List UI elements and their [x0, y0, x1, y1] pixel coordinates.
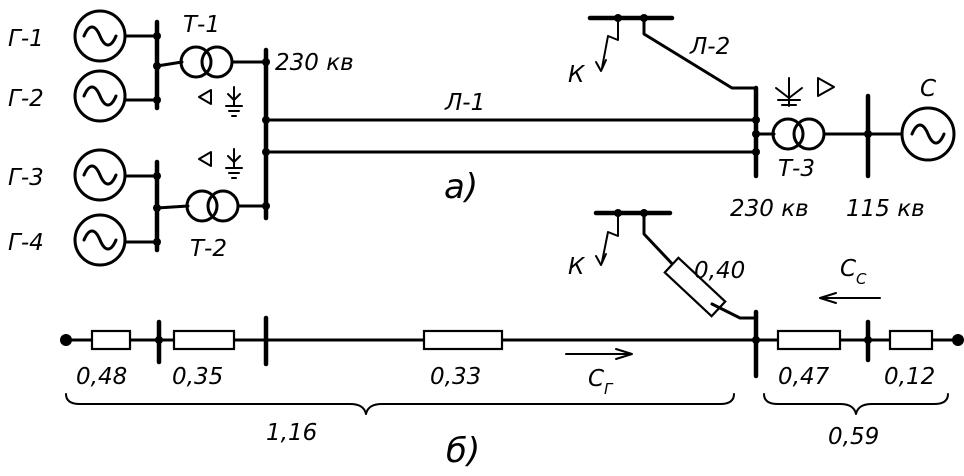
label-part-b: б): [446, 431, 480, 471]
label-x-0-48: 0,48: [76, 364, 127, 390]
label-fault-b: К: [568, 254, 586, 280]
label-g1: Г-1: [8, 26, 44, 52]
reactance-0-33: [422, 329, 504, 351]
generator-g3: [73, 148, 159, 202]
junction-dots-left-bus: [262, 58, 270, 210]
label-voltage-right-hv: 230 кв: [730, 196, 809, 222]
label-sum-left: 1,16: [266, 420, 317, 446]
label-g4: Г-4: [8, 230, 44, 256]
transformer-t1: [155, 45, 268, 79]
reactance-0-48: [90, 329, 132, 351]
label-current-left: С: [588, 366, 604, 392]
label-g3: Г-3: [8, 165, 44, 191]
label-x-0-35: 0,35: [172, 364, 223, 390]
label-l1: Л-1: [444, 90, 485, 116]
scheme-b: 0,48 0,35 0,33 0,40 0,47 0,12 1,16 0,59 …: [60, 209, 964, 471]
label-l2: Л-2: [689, 34, 730, 60]
label-x-0-40: 0,40: [694, 258, 745, 284]
current-arrow-right: [819, 292, 881, 304]
label-voltage-right-lv: 115 кв: [846, 196, 925, 222]
label-t3: Т-3: [778, 156, 815, 182]
junction-dots-a-left: [153, 32, 161, 246]
junction-dots-right-bus: [752, 116, 760, 156]
current-arrow-left: [565, 348, 633, 360]
label-voltage-left: 230 кв: [275, 50, 354, 76]
label-g2: Г-2: [8, 86, 44, 112]
label-current-left-sub: Г: [604, 380, 614, 398]
label-x-0-33: 0,33: [430, 364, 481, 390]
label-t1: Т-1: [183, 12, 220, 38]
scheme-a: Г-1 Г-2 Г-3 Г-4 Т-1 Т-2 Т-3 Л-1 Л-2 К С …: [8, 9, 956, 267]
winding-symbols-left: [198, 86, 243, 179]
reactance-0-12: [888, 329, 934, 351]
label-x-0-12: 0,12: [884, 364, 935, 390]
fault-arrow-a: [601, 17, 619, 69]
label-current-right: С: [840, 256, 856, 282]
brace-right: [763, 393, 949, 415]
label-sum-right: 0,59: [828, 424, 879, 450]
transformer-t2: [155, 189, 268, 223]
fault-arrow-b: [601, 212, 619, 263]
system-source: [900, 106, 956, 162]
label-x-0-47: 0,47: [778, 364, 830, 390]
line-l2: [642, 16, 758, 90]
transformer-t3: [754, 117, 870, 151]
label-part-a: а): [444, 167, 478, 207]
brace-left: [65, 393, 735, 415]
label-current-right-sub: С: [856, 270, 867, 288]
generator-g4: [73, 213, 159, 267]
label-t2: Т-2: [190, 236, 227, 262]
winding-symbols-right: [775, 77, 835, 107]
generator-g2: [73, 69, 159, 123]
generator-g1: [73, 9, 159, 63]
label-fault-a: К: [568, 62, 586, 88]
reactance-0-35: [172, 329, 236, 351]
reactance-0-47: [776, 329, 842, 351]
label-system: С: [920, 76, 936, 102]
